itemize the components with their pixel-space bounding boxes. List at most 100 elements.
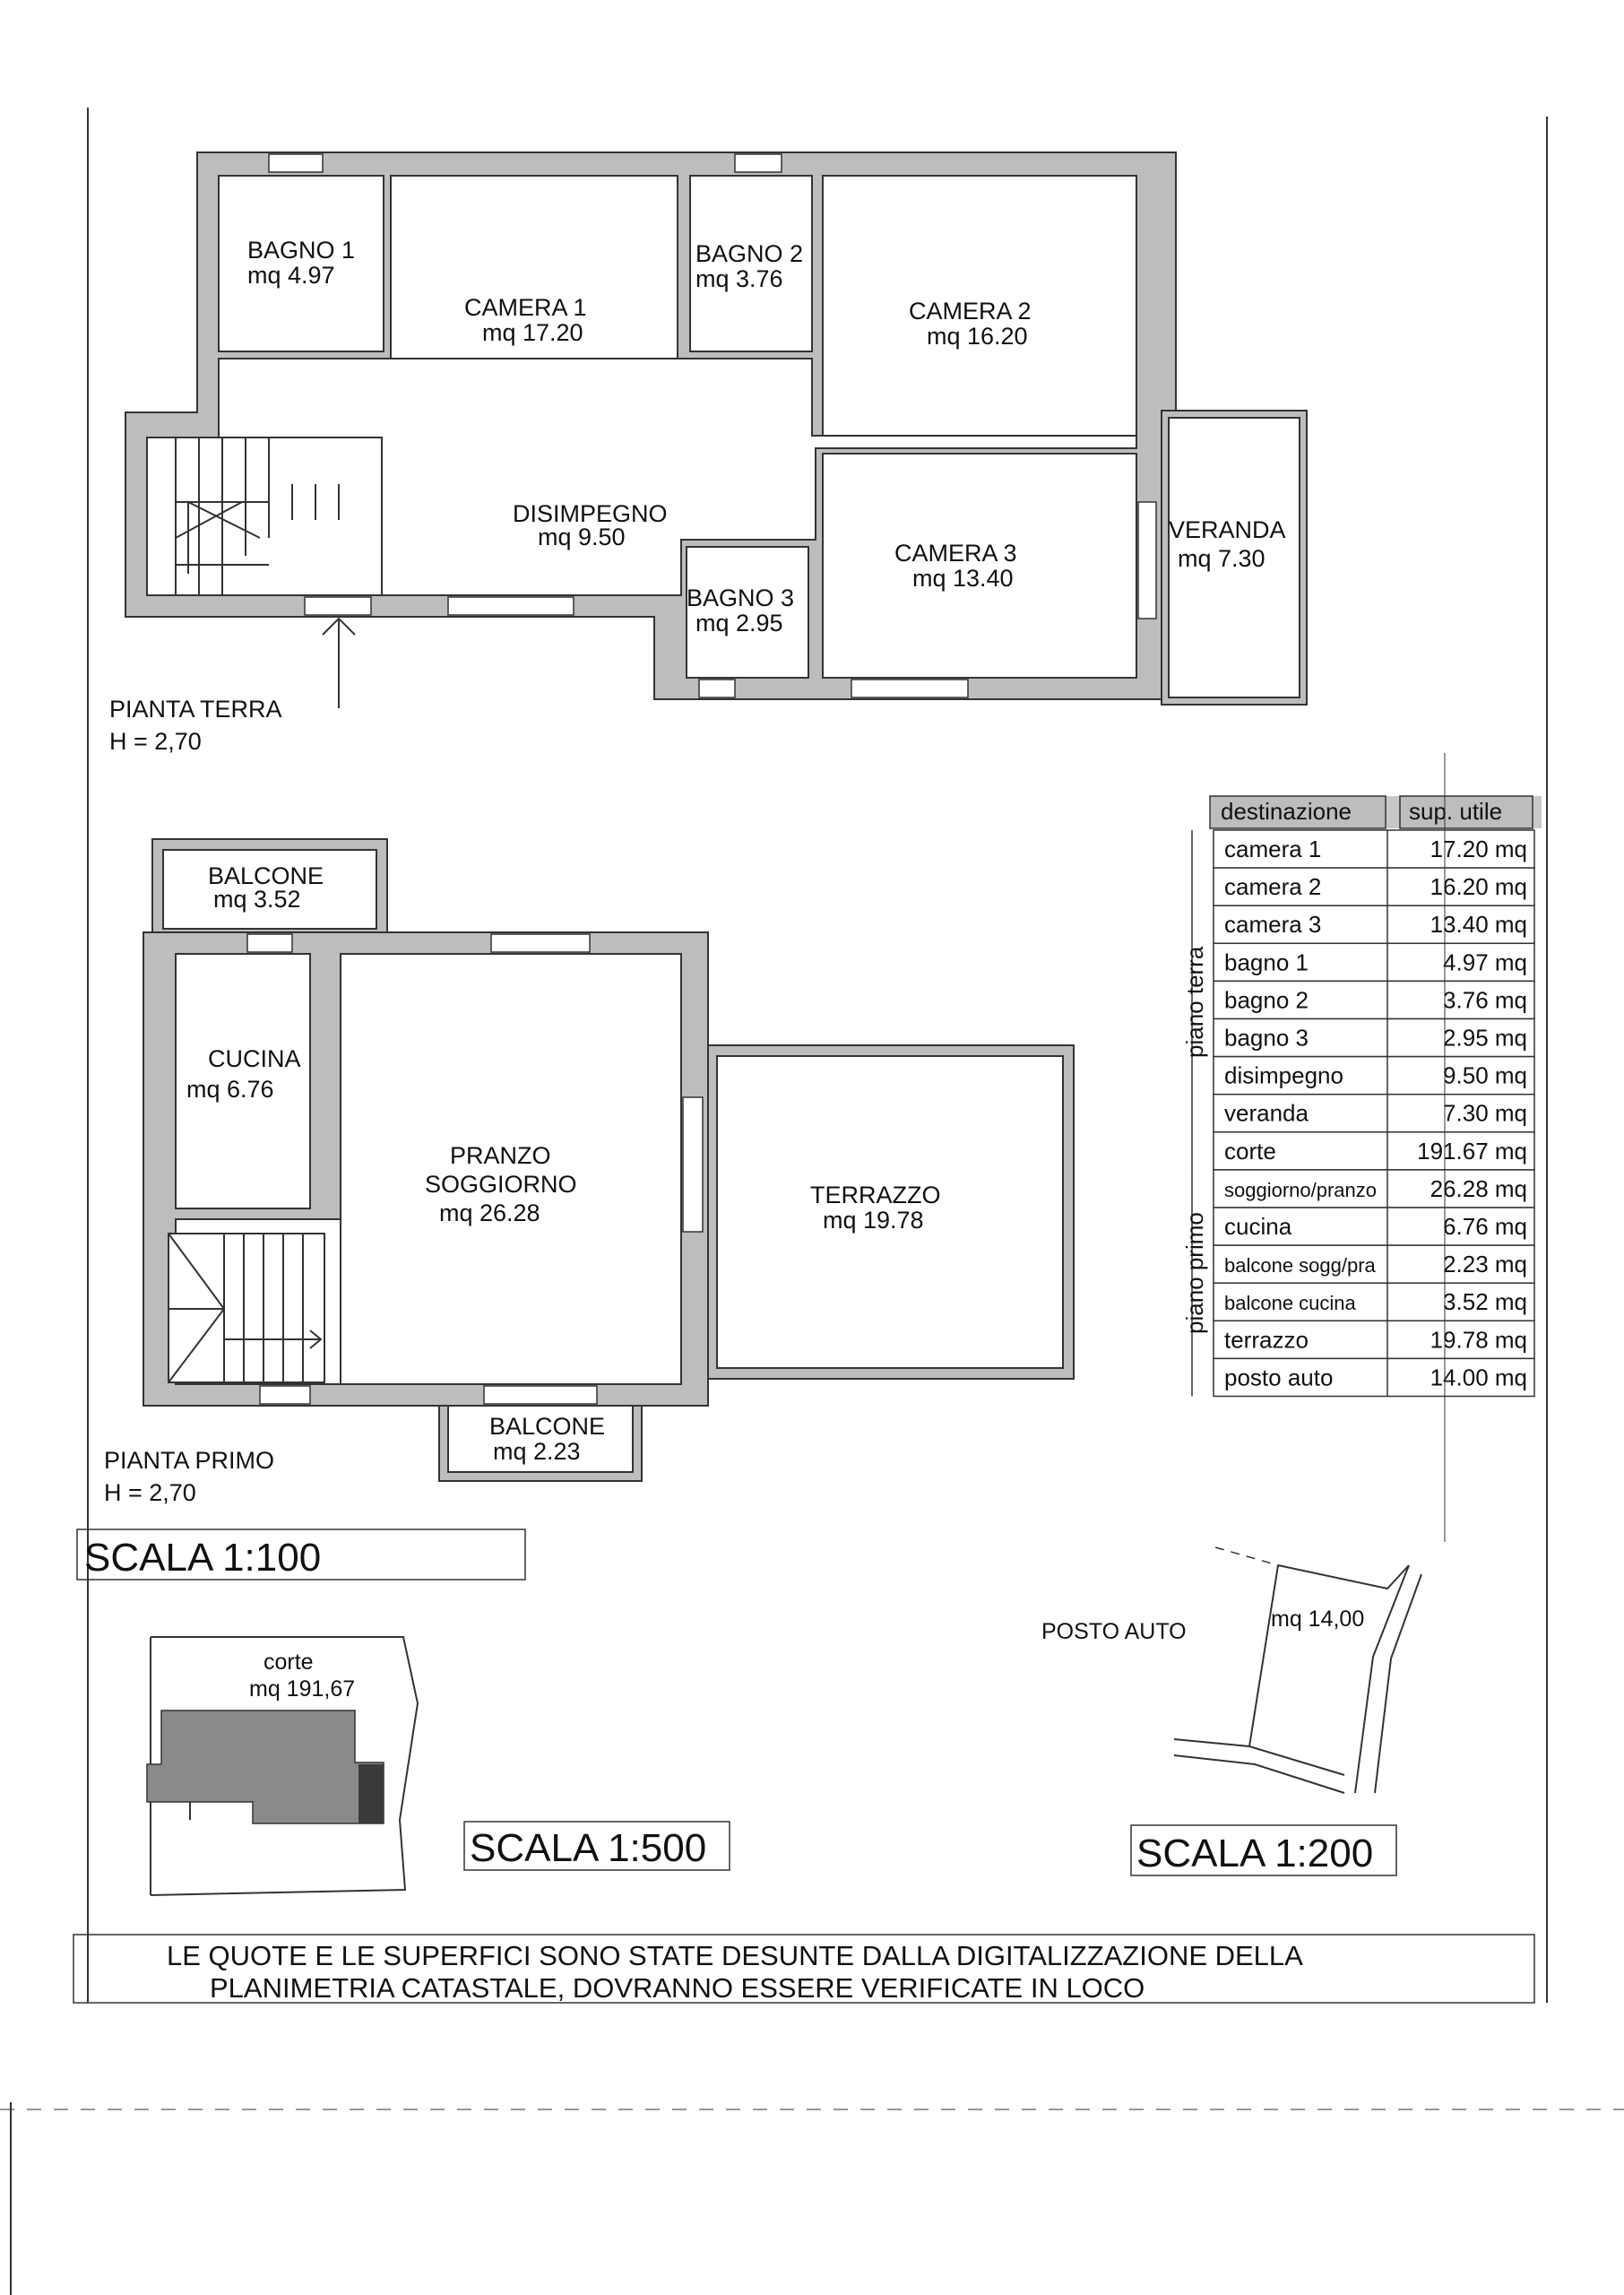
scale-1-500-text: SCALA 1:500 <box>470 1826 706 1870</box>
window <box>698 679 736 698</box>
ground-floor-height: H = 2,70 <box>109 728 202 755</box>
room-balcone-top <box>162 849 377 930</box>
parking-label: POSTO AUTO <box>1041 1619 1187 1644</box>
label-camera1-area: mq 17.20 <box>482 319 583 346</box>
disclaimer-line-2: PLANIMETRIA CATASTALE, DOVRANNO ESSERE V… <box>210 1972 1145 2004</box>
table-cell-sup-utile: 17.20 mq <box>1430 836 1527 862</box>
table-row <box>1213 942 1535 983</box>
first-stair-treads <box>168 1233 323 1383</box>
window <box>1137 501 1157 619</box>
site-plan: corte mq 191,67 <box>146 1636 419 1896</box>
room-camera2 <box>822 175 1137 437</box>
table-row <box>1213 1018 1535 1058</box>
label-cucina-area: mq 6.76 <box>186 1076 274 1103</box>
table-row <box>1213 867 1535 906</box>
table-cell-destinazione: bagno 1 <box>1224 948 1309 975</box>
window <box>304 596 372 616</box>
room-veranda <box>1168 417 1300 698</box>
scale-1-100: SCALA 1:100 <box>76 1529 526 1581</box>
table-row <box>1213 980 1535 1020</box>
first-floor-title: PIANTA PRIMO <box>104 1447 274 1474</box>
room-bagno2 <box>689 175 813 352</box>
first-floor-height: H = 2,70 <box>104 1479 196 1506</box>
parking-boundary <box>1277 1564 1410 1590</box>
parking-area: mq 14,00 <box>1271 1606 1364 1632</box>
first-floor-plan: CUCINA mq 6.76 BALCONE mq 3.52 PRANZO SO… <box>104 838 1075 1506</box>
parking-road-edge <box>1173 1754 1345 1794</box>
label-balcone-top-name: BALCONE <box>208 862 324 889</box>
scale-1-200-box <box>1130 1824 1397 1876</box>
label-camera3-name: CAMERA 3 <box>894 540 1017 567</box>
table-row <box>1213 905 1535 945</box>
table-cell-sup-utile: 19.78 mq <box>1430 1326 1527 1353</box>
entrance-arrow <box>322 617 356 708</box>
table-cell-sup-utile: 2.23 mq <box>1443 1251 1527 1277</box>
table-cell-sup-utile: 14.00 mq <box>1430 1364 1527 1390</box>
disclaimer-note: LE QUOTE E LE SUPERFICI SONO STATE DESUN… <box>73 1934 1535 2004</box>
label-bagno2-area: mq 3.76 <box>695 265 783 292</box>
table-cell-sup-utile: 6.76 mq <box>1443 1213 1527 1240</box>
label-disimpegno-name: DISIMPEGNO <box>513 500 668 527</box>
table-cell-sup-utile: 3.76 mq <box>1443 986 1527 1013</box>
table-cell-sup-utile: 4.97 mq <box>1443 948 1527 975</box>
label-soggiorno-name: SOGGIORNO <box>425 1171 577 1198</box>
parking-boundary <box>1374 1573 1422 1794</box>
table-row <box>1213 1357 1535 1398</box>
parking-road-edge <box>1173 1738 1345 1776</box>
label-bagno1-area: mq 4.97 <box>247 262 335 289</box>
table-cell-destinazione: veranda <box>1224 1100 1309 1127</box>
scale-1-500: SCALA 1:500 <box>463 1821 730 1871</box>
room-cucina <box>175 953 311 1209</box>
table-group-piano-primo: piano primo <box>1181 1212 1208 1334</box>
window <box>490 933 591 953</box>
window <box>483 1385 598 1405</box>
label-balcone-bottom-area: mq 2.23 <box>493 1438 581 1465</box>
scale-1-500-box <box>463 1821 730 1871</box>
table-cell-destinazione: balcone sogg/pra <box>1224 1254 1377 1277</box>
label-veranda-name: VERANDA <box>1169 516 1286 543</box>
table-row <box>1213 1169 1535 1208</box>
room-camera3 <box>822 453 1137 679</box>
label-balcone-bottom-name: BALCONE <box>489 1413 605 1440</box>
scale-1-100-box <box>76 1529 526 1581</box>
table-group-piano-terra: piano terra <box>1181 946 1208 1058</box>
label-bagno1-name: BAGNO 1 <box>247 237 355 264</box>
table-cell-destinazione: camera 2 <box>1224 873 1321 900</box>
parking-boundary <box>1354 1564 1410 1794</box>
label-camera1-name: CAMERA 1 <box>464 294 587 321</box>
room-disimpegno <box>218 358 1137 596</box>
table-row <box>1213 1055 1535 1096</box>
ground-staircase <box>146 437 383 596</box>
scale-1-200: SCALA 1:200 <box>1130 1824 1397 1876</box>
room-balcone-bottom <box>447 1405 634 1473</box>
room-terrazzo <box>716 1055 1064 1369</box>
label-terrazzo-area: mq 19.78 <box>823 1207 924 1234</box>
label-balcone-top-area: mq 3.52 <box>213 886 301 913</box>
window <box>259 1385 311 1405</box>
parking-dashed-line <box>1214 1546 1279 1566</box>
label-pranzo-area: mq 26.28 <box>439 1199 540 1226</box>
label-disimpegno-area: mq 9.50 <box>538 524 626 550</box>
label-camera2-area: mq 16.20 <box>927 323 1028 350</box>
window <box>734 153 782 173</box>
parking-boundary <box>1248 1564 1279 1747</box>
disclaimer-line-1: LE QUOTE E LE SUPERFICI SONO STATE DESUN… <box>167 1940 1303 1971</box>
table-cell-destinazione: soggiorno/pranzo <box>1224 1179 1377 1201</box>
table-cell-destinazione: camera 3 <box>1224 911 1321 938</box>
site-boundary <box>150 1636 419 1896</box>
window <box>447 596 574 616</box>
label-cucina-name: CUCINA <box>208 1045 301 1072</box>
table-cell-destinazione: bagno 2 <box>1224 986 1309 1013</box>
label-terrazzo-name: TERRAZZO <box>810 1182 941 1208</box>
table-cell-destinazione: camera 1 <box>1224 836 1321 862</box>
table-header-cell <box>1209 795 1386 829</box>
window <box>268 153 324 173</box>
table-cell-destinazione: cucina <box>1224 1213 1292 1240</box>
table-row <box>1213 1131 1535 1171</box>
scale-1-200-text: SCALA 1:200 <box>1136 1832 1373 1875</box>
label-camera2-name: CAMERA 2 <box>909 298 1032 325</box>
label-bagno2-name: BAGNO 2 <box>695 240 803 267</box>
table-cell-destinazione: disimpegno <box>1224 1062 1343 1089</box>
